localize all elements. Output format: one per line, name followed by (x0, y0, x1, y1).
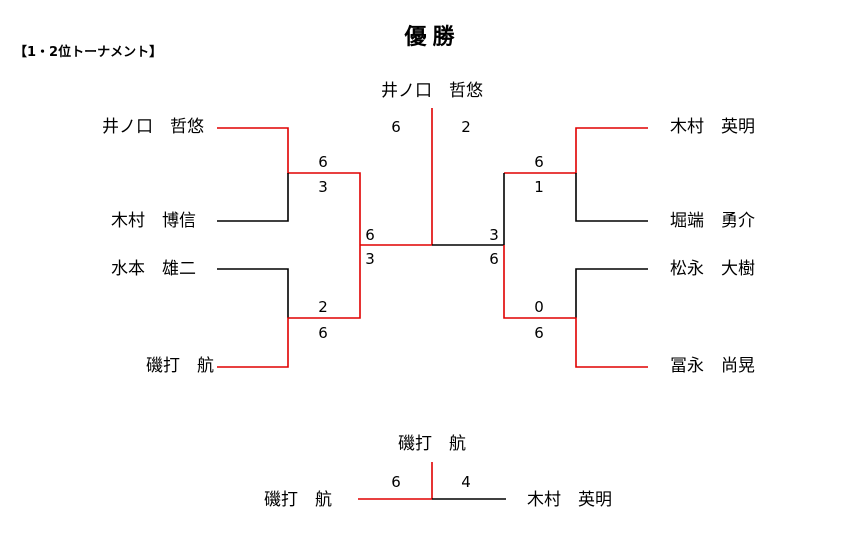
left-line-p2 (217, 173, 289, 222)
third-place-right-player: 木村 英明 (527, 490, 612, 510)
third-place-left-player: 磯打 航 (264, 490, 332, 510)
final-score-left: 6 (391, 118, 401, 136)
right-line-p2 (575, 173, 648, 222)
left-line-p4 (217, 245, 361, 368)
left-semi-score-bottom: 3 (365, 250, 375, 268)
right-player-2: 堀端 勇介 (670, 211, 755, 231)
third-place-winner: 磯打 航 (398, 434, 466, 454)
right-line-p1 (504, 127, 648, 174)
third-score-left: 6 (391, 473, 401, 491)
left-player-1: 井ノ口 哲悠 (102, 117, 204, 137)
section-label: 【1・2位トーナメント】 (14, 45, 163, 60)
right-m2-score-bottom: 6 (534, 324, 544, 342)
left-m1-score-top: 6 (318, 153, 328, 171)
right-semi-score-top: 3 (489, 226, 499, 244)
right-player-3: 松永 大樹 (670, 259, 755, 279)
final-score-right: 2 (461, 118, 471, 136)
right-semi-score-bottom: 6 (489, 250, 499, 268)
right-m1-score-bottom: 1 (534, 178, 544, 196)
left-m1-score-bottom: 3 (318, 178, 328, 196)
left-semi-score-top: 6 (365, 226, 375, 244)
right-player-1: 木村 英明 (670, 117, 755, 137)
right-line-p3 (575, 268, 648, 318)
third-score-right: 4 (461, 473, 471, 491)
left-line-p3 (217, 268, 289, 318)
left-m2-score-bottom: 6 (318, 324, 328, 342)
right-line-p4 (503, 245, 648, 368)
left-player-3: 水本 雄二 (111, 259, 196, 279)
left-player-4: 磯打 航 (146, 356, 214, 376)
right-m2-score-top: 0 (534, 298, 544, 316)
right-m1-score-top: 6 (534, 153, 544, 171)
left-player-2: 木村 博信 (111, 211, 196, 231)
left-m2-score-top: 2 (318, 298, 328, 316)
right-player-4: 冨永 尚晃 (670, 356, 755, 376)
champion-name: 井ノ口 哲悠 (381, 81, 483, 101)
page-title: 優勝 (404, 25, 461, 50)
